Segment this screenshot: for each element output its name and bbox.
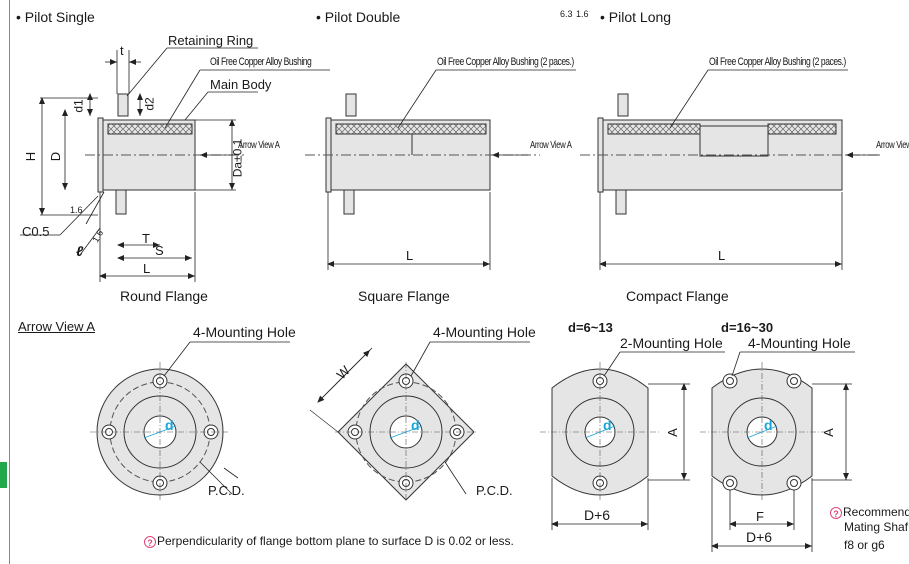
square-mounting-label: 4-Mounting Hole: [433, 324, 536, 340]
pilot-single-drawing: [85, 93, 245, 215]
surface-finish-secondary: 1.6: [576, 9, 589, 19]
perpendicularity-note: ?Perpendicularity of flange bottom plane…: [144, 535, 514, 548]
d-compact-small: d: [603, 417, 612, 433]
pcd-square: P.C.D.: [476, 483, 513, 498]
range-large: d=16~30: [721, 320, 774, 335]
compact-small-mounting-label: 2-Mounting Hole: [620, 335, 723, 351]
arrow-view-a-long: Arrow View A: [876, 140, 909, 151]
info-icon: ?: [144, 536, 156, 548]
dim-D6-small: D+6: [584, 507, 611, 523]
recommend-line2: Mating Shaf: [844, 520, 909, 534]
label-main-body: Main Body: [210, 77, 272, 92]
recommend-note: ?Recommend: [830, 506, 909, 519]
dim-D: D: [48, 151, 64, 162]
green-tab: [0, 462, 7, 488]
round-flange-label: Round Flange: [120, 288, 208, 304]
dim-L-double: L: [406, 248, 414, 263]
round-mounting-label: 4-Mounting Hole: [193, 324, 296, 340]
pilot-long-drawing: [580, 93, 880, 215]
pilot-double-title: Pilot Double: [316, 10, 401, 24]
d-square: d: [411, 417, 420, 433]
recommend-line1: Recommend: [843, 505, 909, 519]
dim-D6-large: D+6: [746, 529, 773, 545]
dim-L-single: L: [143, 261, 151, 276]
dim-t: t: [120, 43, 124, 58]
dim-A-small: A: [664, 428, 680, 437]
dim-L-long: L: [718, 248, 726, 263]
arrow-view-heading: Arrow View A: [18, 319, 96, 334]
compact-large-mounting-label: 4-Mounting Hole: [748, 335, 851, 351]
dim-F: F: [756, 509, 764, 524]
range-small: d=6~13: [568, 320, 613, 335]
arrow-view-a-double: Arrow View A: [530, 140, 572, 151]
dim-A-large: A: [820, 428, 836, 437]
perpendicularity-text: Perpendicularity of flange bottom plane …: [157, 534, 514, 548]
pcd-round: P.C.D.: [208, 483, 245, 498]
roughness-1: 1.6: [70, 205, 83, 215]
dim-S: S: [155, 243, 164, 258]
pilot-single-title: Pilot Single: [16, 10, 95, 24]
recommend-line3: f8 or g6: [844, 538, 885, 552]
arrow-view-a-single: Arrow View A: [238, 140, 280, 151]
label-bushing-long: Oil Free Copper Alloy Bushing (2 paces.): [709, 56, 846, 68]
d-round: d: [165, 417, 174, 433]
dim-C05: C0.5: [22, 224, 50, 239]
label-bushing-double: Oil Free Copper Alloy Bushing (2 paces.): [437, 56, 574, 68]
dim-d2: d2: [142, 97, 157, 111]
dim-H: H: [23, 151, 39, 162]
pilot-long-title: Pilot Long: [600, 10, 671, 24]
dim-Da: Da±0.1: [230, 138, 245, 178]
d-compact-large: d: [764, 417, 773, 433]
label-retaining-ring: Retaining Ring: [168, 33, 254, 48]
square-flange-label: Square Flange: [358, 288, 450, 304]
label-bushing: Oil Free Copper Alloy Bushing: [210, 56, 312, 68]
dim-d1: d1: [71, 99, 86, 113]
dim-ell: ℓ: [76, 243, 84, 259]
info-icon: ?: [830, 507, 842, 519]
compact-flange-label: Compact Flange: [626, 288, 729, 304]
pilot-double-drawing: [305, 93, 540, 215]
dim-T: T: [142, 231, 150, 246]
left-border: [9, 0, 10, 564]
surface-finish-primary: 6.3: [560, 9, 573, 19]
